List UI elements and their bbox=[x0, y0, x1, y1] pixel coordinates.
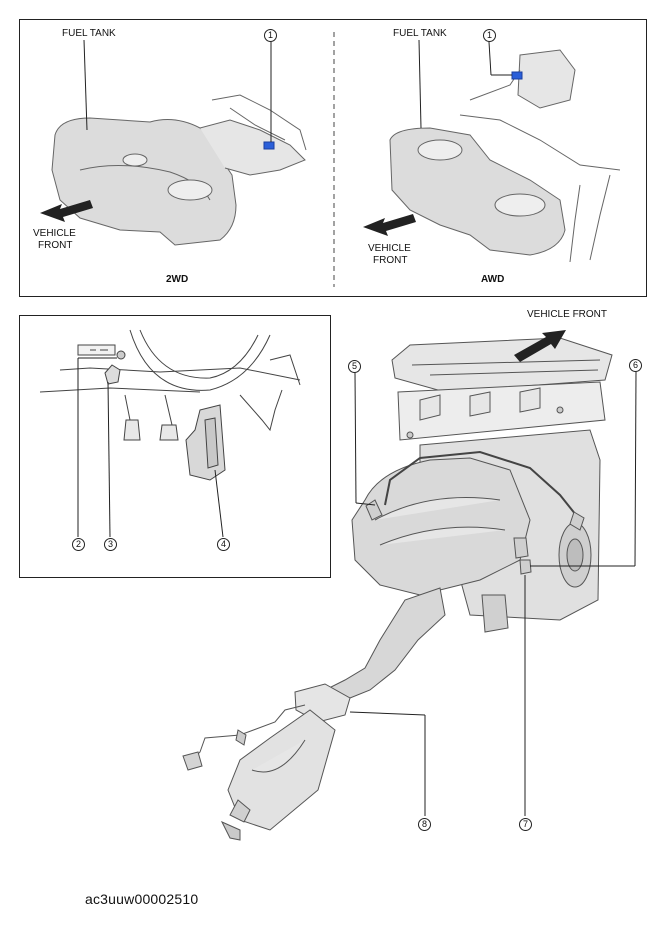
pedal-panel bbox=[19, 315, 331, 578]
vehicle-front-engine: VEHICLE FRONT bbox=[527, 309, 608, 320]
fuel-tank-2wd-drawing bbox=[51, 94, 307, 246]
fuel-tank-panel bbox=[19, 19, 647, 297]
fuel-tank-label-2wd: FUEL TANK bbox=[62, 28, 116, 39]
callout-5: 5 bbox=[348, 360, 361, 373]
callout-2: 2 bbox=[72, 538, 85, 551]
vehicle-front-arrow-awd bbox=[363, 214, 416, 236]
drive-type-awd: AWD bbox=[481, 274, 505, 285]
connector-1-2wd bbox=[263, 141, 275, 150]
fuel-tank-label-awd: FUEL TANK bbox=[393, 28, 447, 39]
drive-type-2wd: 2WD bbox=[166, 274, 189, 285]
callout-1-2wd: 1 bbox=[264, 29, 277, 42]
vehicle-front-2wd-line1: VEHICLE bbox=[33, 228, 76, 239]
vehicle-front-arrow-engine bbox=[514, 330, 566, 362]
fuel-tank-awd-drawing bbox=[389, 49, 621, 263]
vehicle-front-2wd-line2: FRONT bbox=[38, 240, 73, 251]
callout-3: 3 bbox=[104, 538, 117, 551]
vehicle-front-arrow-2wd bbox=[40, 200, 93, 222]
callout-6: 6 bbox=[629, 359, 642, 372]
callout-7: 7 bbox=[519, 818, 532, 831]
vehicle-front-awd-line2: FRONT bbox=[373, 255, 408, 266]
callout-1-awd: 1 bbox=[483, 29, 496, 42]
vehicle-front-awd-line1: VEHICLE bbox=[368, 243, 411, 254]
callout-8: 8 bbox=[418, 818, 431, 831]
pedal-drawing bbox=[39, 329, 301, 481]
figure-id: ac3uuw00002510 bbox=[85, 891, 199, 907]
engine-drawing bbox=[182, 337, 613, 841]
connector-1-awd bbox=[511, 71, 523, 80]
callout-4: 4 bbox=[217, 538, 230, 551]
